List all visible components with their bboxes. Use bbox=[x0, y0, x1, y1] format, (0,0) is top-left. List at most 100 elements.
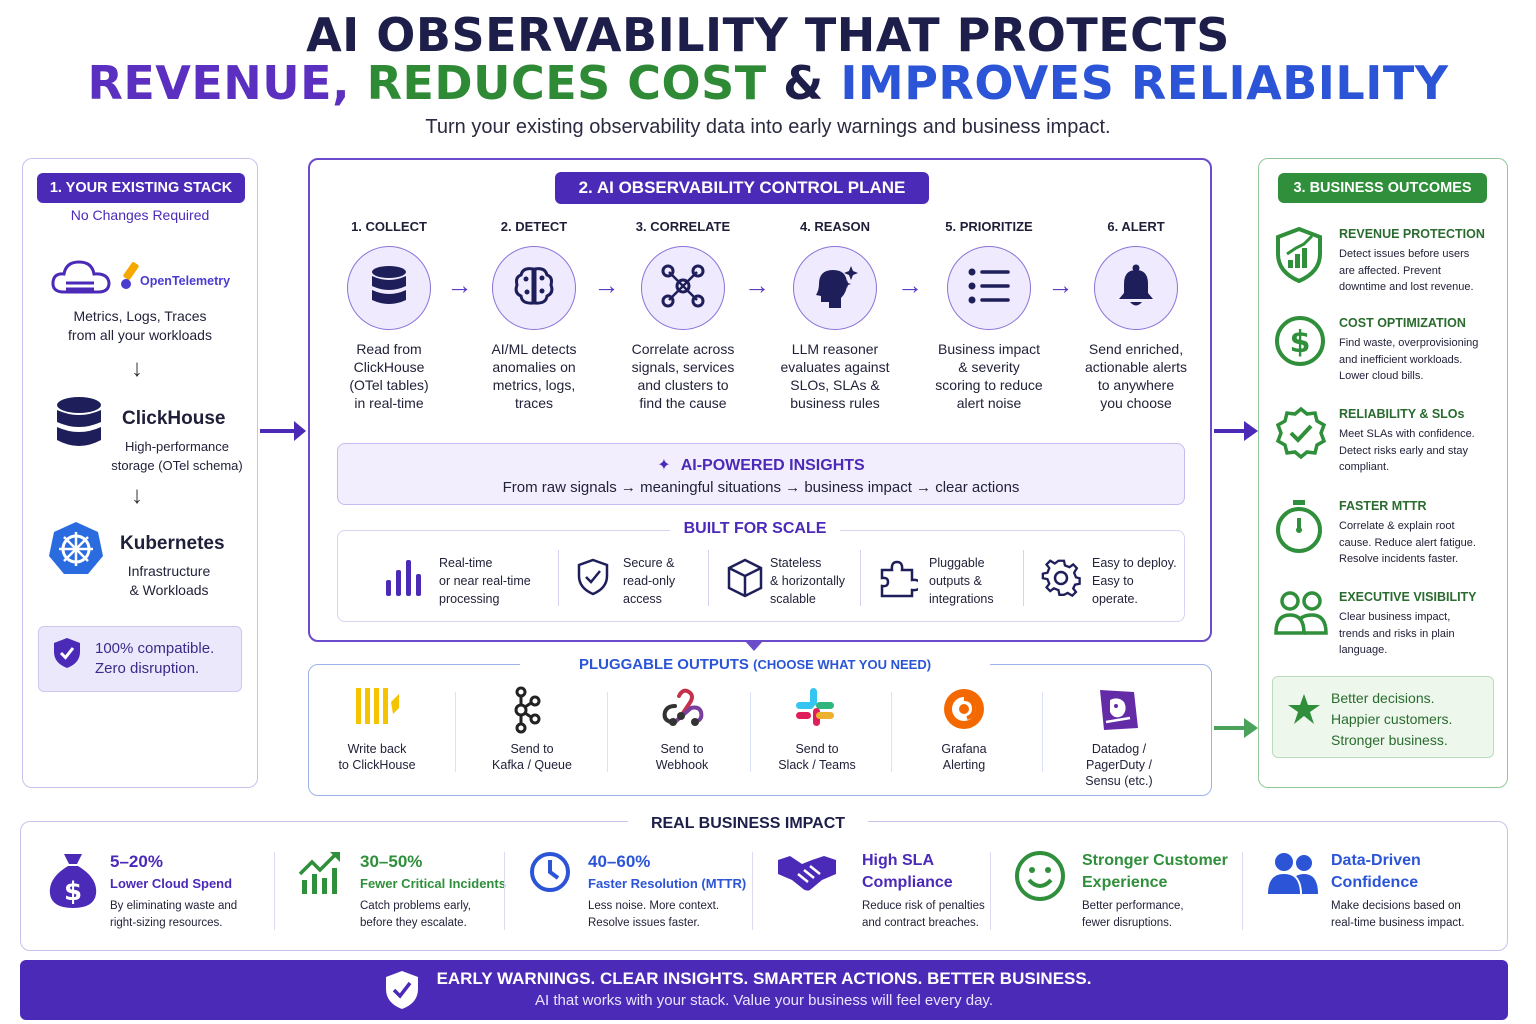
ai-insights-box: ✦AI-POWERED INSIGHTS From raw signals → … bbox=[337, 443, 1185, 505]
gear-icon bbox=[1041, 558, 1081, 603]
business-impact-title: REAL BUSINESS IMPACT bbox=[628, 815, 868, 833]
step-description-line: find the cause bbox=[639, 395, 727, 411]
better-line: Stronger business. bbox=[1331, 732, 1448, 748]
scale-feature-line: read-only bbox=[623, 574, 676, 588]
scale-feature-line: scalable bbox=[770, 592, 816, 606]
headline-cost: REDUCES COST bbox=[366, 56, 767, 110]
headline-revenue: REVENUE, bbox=[87, 56, 351, 110]
signals-line: Metrics, Logs, Traces bbox=[73, 308, 207, 324]
better-business-callout: Better decisions. Happier customers. Str… bbox=[1272, 676, 1494, 758]
scale-feature-line: integrations bbox=[929, 592, 994, 606]
shield-chart-icon bbox=[1274, 226, 1324, 289]
arrow-right-icon: → bbox=[1047, 270, 1074, 300]
scale-feature-line: Secure & bbox=[623, 556, 675, 570]
output-label: Send to Slack / Teams bbox=[747, 741, 887, 773]
handshake-icon bbox=[776, 850, 838, 899]
outcome-description-line: Lower cloud bills. bbox=[1339, 370, 1424, 382]
bell-icon bbox=[1114, 263, 1158, 314]
step-description-line: you choose bbox=[1100, 395, 1172, 411]
output-label-line: Datadog / bbox=[1091, 742, 1147, 756]
impact-description-line: and contract breaches. bbox=[862, 917, 979, 929]
divider bbox=[860, 550, 861, 606]
outcome-description-line: Correlate & explain root bbox=[1339, 520, 1455, 532]
scale-feature-line: & horizontally bbox=[770, 574, 846, 588]
people-icon bbox=[1266, 850, 1320, 901]
badge-check-icon bbox=[1274, 406, 1328, 465]
divider bbox=[558, 550, 559, 606]
business-impact-panel bbox=[20, 821, 1508, 951]
step-description-line: metrics, logs, bbox=[492, 377, 576, 393]
step-circle bbox=[641, 246, 725, 330]
money-bag-icon: $ bbox=[46, 850, 100, 915]
signals-text: Metrics, Logs, Traces from all your work… bbox=[30, 307, 250, 345]
output-label-line: Sensu (etc.) bbox=[1085, 774, 1153, 788]
outcome-description: Clear business impact,trends and risks i… bbox=[1339, 609, 1455, 659]
output-label-line: Slack / Teams bbox=[778, 758, 856, 772]
bars-icon bbox=[384, 558, 426, 603]
output-label-line: Grafana bbox=[941, 742, 987, 756]
impact-description-line: Make decisions based on bbox=[1331, 900, 1461, 912]
impact-label: Fewer Critical Incidents bbox=[360, 876, 506, 891]
database-icon bbox=[57, 397, 101, 446]
datadog-icon bbox=[1096, 686, 1142, 737]
kubernetes-icon bbox=[49, 522, 103, 574]
impact-label: Confidence bbox=[1331, 874, 1419, 891]
step-title: 6. ALERT bbox=[1107, 219, 1165, 234]
step-description-line: LLM reasoner bbox=[791, 341, 879, 357]
kubernetes-desc-line: Infrastructure bbox=[127, 563, 211, 579]
clock-icon bbox=[528, 850, 572, 899]
footer-tagline: EARLY WARNINGS. CLEAR INSIGHTS. SMARTER … bbox=[436, 969, 1092, 988]
scale-feature-line: operate. bbox=[1092, 592, 1138, 606]
scale-feature-line: Stateless bbox=[770, 556, 822, 570]
outcome-description-line: compliant. bbox=[1339, 461, 1390, 473]
step-description-line: ClickHouse bbox=[353, 359, 425, 375]
flow-arrow-icon bbox=[1214, 718, 1258, 738]
output-label-line: to ClickHouse bbox=[338, 758, 416, 772]
scale-feature-line: Real-time bbox=[439, 556, 493, 570]
headline-amp: & bbox=[783, 56, 824, 110]
impact-value: Data-Driven bbox=[1331, 852, 1421, 869]
shield-check-icon bbox=[576, 558, 610, 601]
page-subtitle: Turn your existing observability data in… bbox=[425, 116, 1111, 138]
impact-description-line: fewer disruptions. bbox=[1082, 917, 1173, 929]
impact-description-line: Less noise. More context. bbox=[588, 900, 720, 912]
control-plane-badge: 2. AI OBSERVABILITY CONTROL PLANE bbox=[555, 172, 929, 204]
impact-description-line: By eliminating waste and bbox=[110, 900, 238, 912]
impact-description-line: Resolve issues faster. bbox=[588, 917, 700, 929]
divider bbox=[274, 852, 275, 930]
pointer-icon bbox=[745, 641, 763, 651]
step-description-line: Business impact bbox=[938, 341, 1040, 357]
dollar-icon: $ bbox=[1274, 315, 1326, 372]
step-description-line: (OTel tables) bbox=[349, 377, 429, 393]
divider bbox=[1023, 550, 1024, 606]
ai-insights-heading: ✦AI-POWERED INSIGHTS bbox=[338, 455, 1184, 475]
scale-feature-line: outputs & bbox=[929, 574, 982, 588]
slack-icon bbox=[794, 686, 836, 733]
step-description-line: traces bbox=[514, 395, 554, 411]
divider bbox=[749, 692, 751, 772]
clickhouse-desc: High-performance storage (OTel schema) bbox=[92, 437, 262, 475]
output-label-line: Alerting bbox=[942, 758, 986, 772]
existing-stack-badge: 1. YOUR EXISTING STACK bbox=[37, 173, 245, 203]
step-title: 3. CORRELATE bbox=[635, 219, 731, 234]
impact-value: 5–20% bbox=[110, 852, 163, 871]
step-circle bbox=[793, 246, 877, 330]
shield-check-icon bbox=[54, 638, 80, 668]
cloud-icon bbox=[51, 260, 111, 294]
outcome-title: COST OPTIMIZATION bbox=[1339, 316, 1466, 330]
output-label-line: Webhook bbox=[655, 758, 709, 772]
better-line: Happier customers. bbox=[1331, 711, 1453, 727]
down-arrow-icon: ↓ bbox=[131, 355, 143, 382]
built-for-scale-title: BUILT FOR SCALE bbox=[670, 520, 840, 538]
down-arrow-icon: ↓ bbox=[131, 482, 143, 509]
arrow-right-icon: → bbox=[897, 270, 923, 300]
output-label-line: Send to bbox=[795, 742, 839, 756]
clickhouse-desc-line: storage (OTel schema) bbox=[111, 458, 243, 473]
